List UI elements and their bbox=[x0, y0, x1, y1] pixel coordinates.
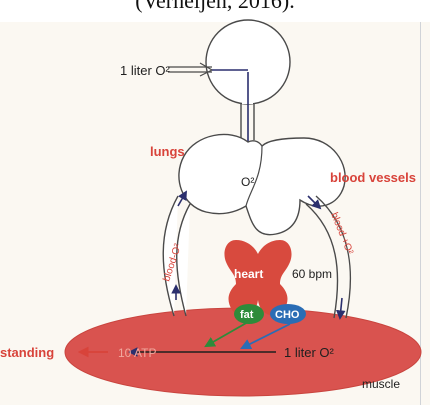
lungs-label: lungs bbox=[150, 144, 185, 159]
lungs-o2-label: O² bbox=[241, 175, 254, 189]
cho-label: CHO bbox=[275, 309, 300, 321]
fat-label: fat bbox=[240, 309, 254, 321]
blood-vessels-label: blood vessels bbox=[330, 170, 416, 185]
air-in-label: 1 liter O² bbox=[120, 63, 171, 78]
blood-right-label: blood +O² bbox=[328, 211, 355, 257]
muscle-o2-label: 1 liter O² bbox=[284, 345, 335, 360]
atp-label: 10 ATP bbox=[118, 346, 156, 360]
heart-rate-label: 60 bpm bbox=[292, 267, 332, 281]
standing-label: standing bbox=[0, 345, 54, 360]
muscle-label: muscle bbox=[362, 377, 400, 391]
left-flow-arrow-top bbox=[178, 192, 186, 206]
heart-label: heart bbox=[234, 267, 263, 281]
air-inlet-arrow bbox=[168, 67, 212, 72]
